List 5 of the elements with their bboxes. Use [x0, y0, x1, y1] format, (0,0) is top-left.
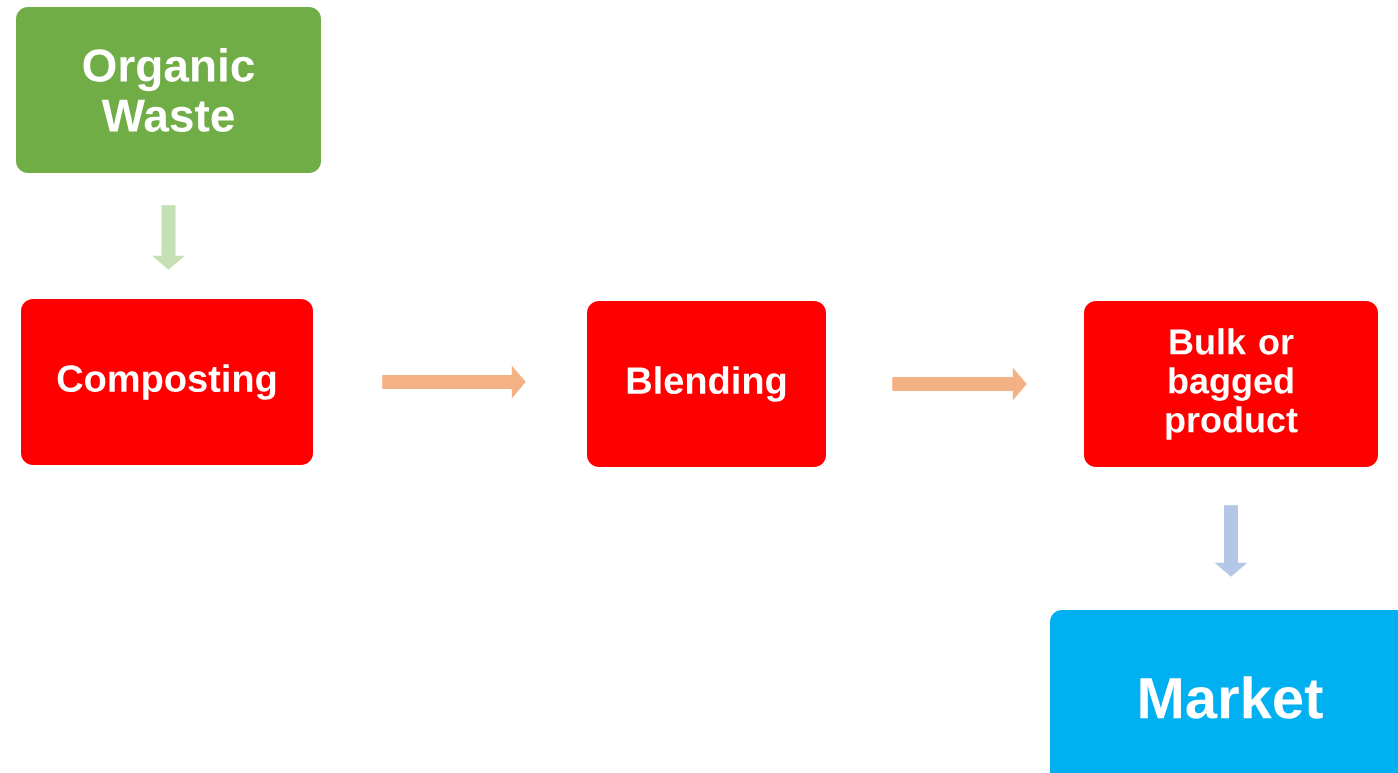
process-box: Market — [1050, 610, 1398, 773]
process-box: Bulk or bagged product — [1084, 301, 1378, 467]
process-box: Blending — [587, 301, 826, 467]
process-box: Organic Waste — [16, 7, 321, 173]
process-box: Composting — [21, 299, 313, 465]
